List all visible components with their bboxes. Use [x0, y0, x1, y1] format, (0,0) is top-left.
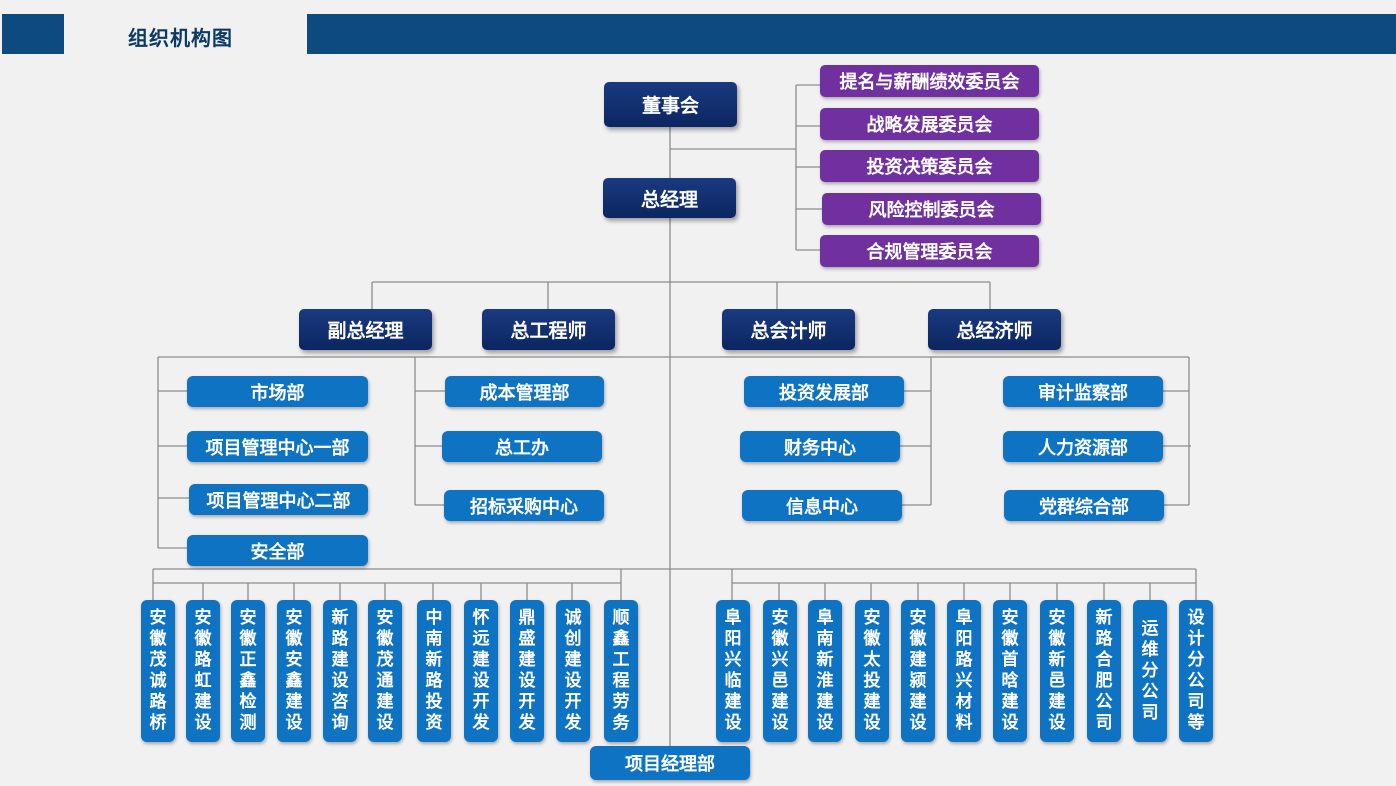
subsidiary-node: 新路建设咨询 [323, 600, 357, 742]
subsidiary-label: 设计分公司等 [1187, 608, 1205, 733]
department-node: 项目管理中心一部 [187, 431, 368, 462]
department-node: 信息中心 [742, 490, 902, 521]
subsidiary-node: 阜南新淮建设 [808, 600, 842, 742]
subsidiary-label: 中南新路投资 [425, 608, 443, 733]
page-title: 组织机构图 [128, 26, 233, 50]
subsidiary-node: 安徽建颍建设 [901, 600, 935, 742]
subsidiary-node: 诚创建设开发 [556, 600, 590, 742]
subsidiary-label: 安徽兴邑建设 [771, 608, 789, 733]
department-node: 人力资源部 [1003, 431, 1163, 462]
department-node: 财务中心 [740, 431, 900, 462]
subsidiary-label: 新路合肥公司 [1095, 608, 1113, 733]
committee-node: 合规管理委员会 [820, 235, 1039, 267]
department-node: 安全部 [187, 535, 368, 566]
subsidiary-label: 安徽茂通建设 [376, 608, 394, 733]
department-node: 总工办 [442, 431, 602, 462]
subsidiary-label: 安徽新邑建设 [1048, 608, 1066, 733]
subsidiary-node: 安徽安鑫建设 [277, 600, 311, 742]
header-bar-right [307, 14, 1396, 54]
subsidiary-label: 鼎盛建设开发 [518, 608, 536, 733]
subsidiary-node: 新路合肥公司 [1087, 600, 1121, 742]
subsidiary-node: 安徽路虹建设 [186, 600, 220, 742]
subsidiary-node: 安徽太投建设 [855, 600, 889, 742]
subsidiary-node: 安徽茂通建设 [368, 600, 402, 742]
subsidiary-node: 安徽新邑建设 [1040, 600, 1074, 742]
department-node: 市场部 [187, 376, 368, 407]
committee-node: 战略发展委员会 [820, 108, 1039, 140]
subsidiary-node: 顺鑫工程劳务 [604, 600, 638, 742]
chief-engineer-node: 总工程师 [482, 309, 615, 350]
subsidiary-label: 安徽茂诚路桥 [149, 608, 167, 733]
subsidiary-node: 安徽首晗建设 [993, 600, 1027, 742]
subsidiary-label: 阜阳兴临建设 [724, 608, 742, 733]
project-manager-dept-node: 项目经理部 [590, 746, 750, 780]
header-bar-left [2, 14, 64, 54]
board-node: 董事会 [604, 82, 737, 127]
department-node: 党群综合部 [1004, 490, 1164, 521]
subsidiary-node: 阜阳兴临建设 [716, 600, 750, 742]
subsidiary-label: 安徽首晗建设 [1001, 608, 1019, 733]
subsidiary-node: 安徽兴邑建设 [763, 600, 797, 742]
subsidiary-label: 安徽太投建设 [863, 608, 881, 733]
subsidiary-node: 鼎盛建设开发 [510, 600, 544, 742]
committee-node: 风险控制委员会 [822, 193, 1041, 225]
subsidiary-node: 安徽茂诚路桥 [141, 600, 175, 742]
subsidiary-label: 怀远建设开发 [472, 608, 490, 733]
subsidiary-node: 阜阳路兴材料 [947, 600, 981, 742]
department-node: 审计监察部 [1003, 376, 1163, 407]
subsidiary-label: 运维分公司 [1141, 618, 1159, 723]
subsidiary-label: 安徽正鑫检测 [239, 608, 257, 733]
subsidiary-node: 安徽正鑫检测 [231, 600, 265, 742]
department-node: 项目管理中心二部 [189, 484, 368, 515]
subsidiary-label: 诚创建设开发 [564, 608, 582, 733]
subsidiary-node: 运维分公司 [1133, 600, 1167, 742]
subsidiary-node: 怀远建设开发 [464, 600, 498, 742]
subsidiary-label: 阜南新淮建设 [816, 608, 834, 733]
subsidiary-label: 阜阳路兴材料 [955, 608, 973, 733]
department-node: 成本管理部 [445, 376, 604, 407]
subsidiary-label: 安徽安鑫建设 [285, 608, 303, 733]
department-node: 招标采购中心 [444, 490, 604, 521]
subsidiary-label: 安徽路虹建设 [194, 608, 212, 733]
subsidiary-node: 中南新路投资 [417, 600, 451, 742]
subsidiary-label: 顺鑫工程劳务 [612, 608, 630, 733]
general-manager-node: 总经理 [603, 178, 736, 218]
subsidiary-node: 设计分公司等 [1179, 600, 1213, 742]
department-node: 投资发展部 [744, 376, 904, 407]
subsidiary-label: 安徽建颍建设 [909, 608, 927, 733]
subsidiary-label: 新路建设咨询 [331, 608, 349, 733]
chief-economist-node: 总经济师 [928, 309, 1061, 350]
committee-node: 投资决策委员会 [820, 150, 1039, 182]
chief-accountant-node: 总会计师 [722, 309, 855, 350]
deputy-gm-node: 副总经理 [299, 309, 432, 350]
committee-node: 提名与薪酬绩效委员会 [820, 65, 1039, 97]
